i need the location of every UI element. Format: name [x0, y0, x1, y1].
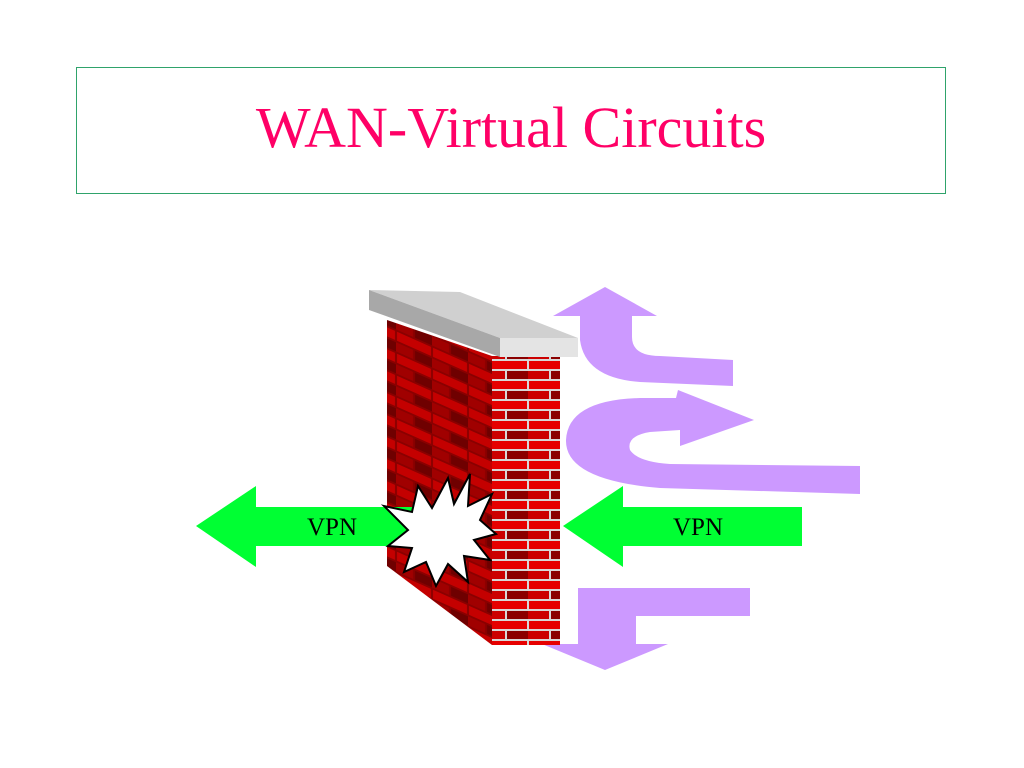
- vpn-arrow-left: VPN: [196, 486, 437, 567]
- wall-side-face: [387, 320, 492, 645]
- vpn-arrow-right-shape: [563, 486, 802, 567]
- vpn-label-left: VPN: [307, 514, 357, 541]
- traffic-arrows: [542, 287, 860, 670]
- wall-cap-side: [369, 290, 500, 357]
- slide-title: WAN-Virtual Circuits: [255, 94, 767, 160]
- traffic-arrow-up: [553, 287, 733, 386]
- wall-front-face: [492, 356, 560, 645]
- wall-cap-front: [500, 338, 578, 357]
- title-box: WAN-Virtual Circuits: [76, 67, 946, 194]
- wall-cap-top: [369, 290, 578, 338]
- traffic-arrow-uturn: [565, 390, 860, 494]
- vpn-label-right: VPN: [673, 514, 723, 541]
- traffic-arrow-down: [542, 588, 750, 670]
- vpn-arrow-left-shape: [196, 486, 437, 567]
- vpn-arrow-right: VPN: [563, 486, 802, 567]
- breach-burst-icon: [380, 473, 499, 589]
- brick-wall: [369, 290, 578, 645]
